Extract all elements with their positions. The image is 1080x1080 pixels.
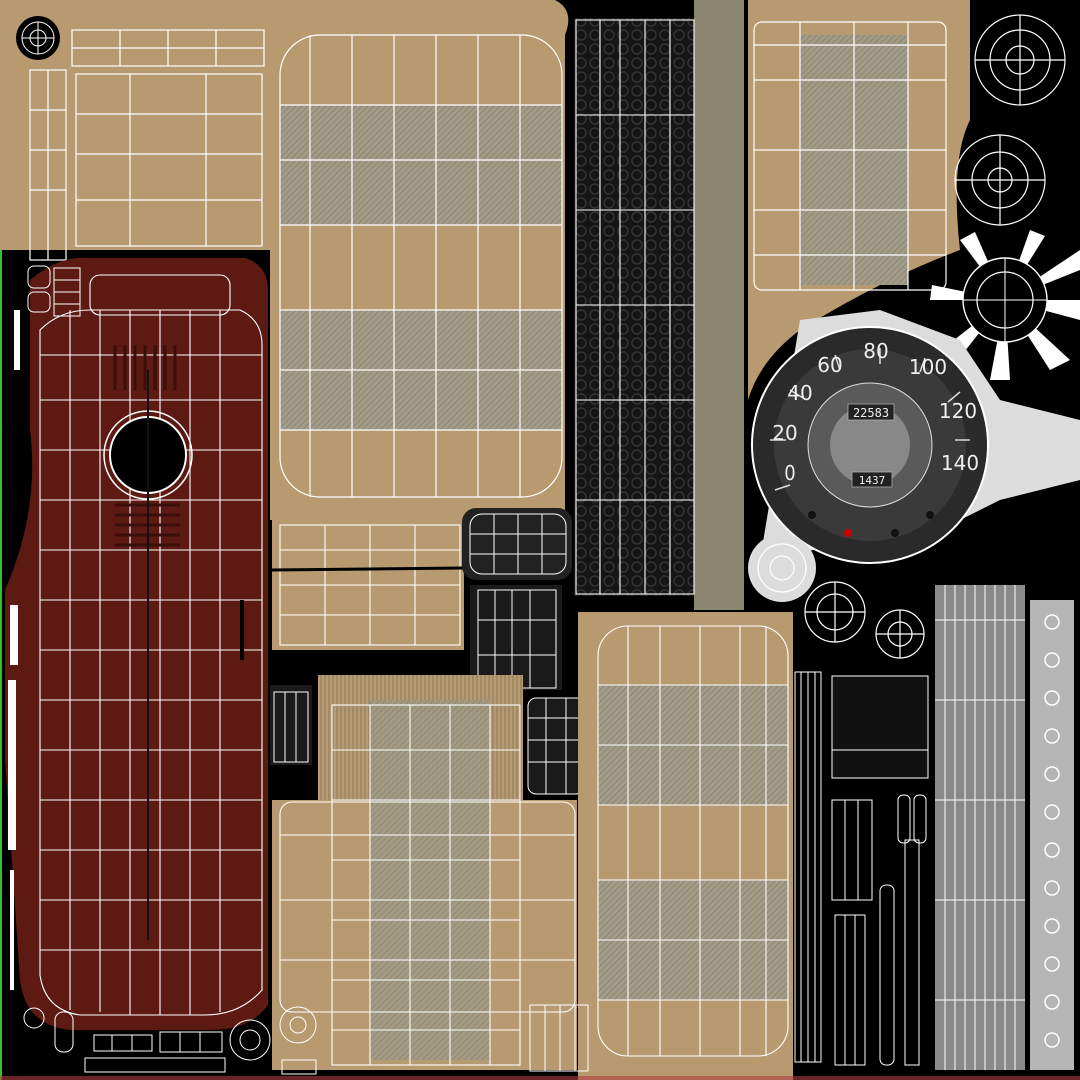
speedometer: 0 20 40 60 80 100 120 140 22583 1437 — [751, 326, 989, 564]
trim-strip-gray — [935, 585, 1025, 1070]
fabric-stripe-d — [370, 700, 490, 1060]
bottom-parts — [23, 1004, 589, 1075]
indicator-lamp-a — [808, 511, 816, 519]
indicator-lamp-c — [926, 511, 934, 519]
steering-wheel-icon — [974, 14, 1066, 106]
glovebox-grid — [469, 513, 567, 575]
small-gauge-icon — [757, 543, 807, 593]
small-knobs-right — [804, 581, 925, 659]
odometer-readout: 22583 — [853, 406, 889, 420]
console-panel-grid — [279, 524, 461, 646]
knob-icon — [21, 21, 55, 55]
gauge-icon — [954, 134, 1046, 226]
dash-slot — [240, 600, 244, 660]
speedo-label-100: 100 — [909, 355, 947, 379]
console-panel — [272, 515, 464, 650]
switch-part — [270, 685, 312, 765]
odometer-window — [847, 403, 895, 421]
trim-strip-gray-grid — [935, 585, 1025, 1070]
speedo-label-80: 80 — [863, 339, 888, 363]
vent-block-grid — [477, 589, 557, 689]
trip-window — [851, 471, 893, 488]
radio-panel — [831, 675, 929, 779]
seatbelt-rivets — [1044, 614, 1060, 1048]
seat-lower-grid — [279, 704, 576, 1066]
vent-block — [470, 585, 562, 690]
switch-grid — [273, 691, 309, 763]
vertical-trim-bars — [794, 671, 927, 1066]
door-panel-upper-grid — [753, 21, 947, 291]
fabric-stripe-a — [280, 105, 562, 225]
speedo-label-60: 60 — [817, 353, 842, 377]
floor-mat-strip — [574, 18, 694, 596]
dashboard-panel-red — [5, 257, 268, 1030]
pedal-part — [527, 697, 585, 795]
speedo-label-120: 120 — [939, 399, 977, 423]
trip-readout: 1437 — [859, 474, 886, 487]
sunburst-dial — [930, 230, 1080, 380]
speedo-label-0: 0 — [784, 461, 795, 485]
floor-mat-edge — [694, 0, 744, 610]
console-seam — [271, 566, 465, 572]
seat-cushion-upper-grid — [279, 34, 563, 498]
floor-mat-grid — [575, 19, 695, 595]
seatbelt-strip — [1030, 600, 1074, 1070]
pedal-grid — [528, 698, 584, 794]
speedo-label-140: 140 — [941, 451, 979, 475]
dashboard-grid — [39, 274, 263, 1016]
bottom-edge-line — [0, 1076, 1080, 1080]
indicator-lamp-red — [844, 529, 852, 537]
left-trim-strips — [8, 310, 20, 990]
speedo-label-20: 20 — [772, 421, 797, 445]
headliner-grid-small — [29, 29, 265, 261]
glovebox-part — [462, 508, 572, 580]
seat-lower-right — [578, 612, 793, 1080]
small-parts-left — [27, 265, 81, 317]
seat-lower-right-grid — [597, 625, 789, 1057]
speedo-label-40: 40 — [787, 381, 812, 405]
indicator-lamp-b — [891, 529, 899, 537]
